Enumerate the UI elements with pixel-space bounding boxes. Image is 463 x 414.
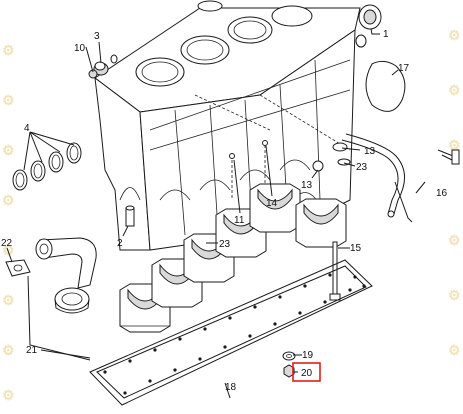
gear-icon: ⚙	[448, 137, 461, 153]
gear-icon: ⚙	[2, 42, 15, 58]
callout-21: 21	[26, 345, 38, 356]
engine-block	[94, 0, 382, 251]
oil-pan-gasket	[89, 259, 373, 406]
callout-3: 3	[94, 31, 100, 42]
gear-icon: ⚙	[2, 192, 15, 208]
callout-13-upper: 13	[364, 146, 376, 157]
callout-11: 11	[234, 215, 245, 226]
dipstick-tube	[341, 133, 460, 223]
callout-19: 19	[302, 350, 314, 361]
callout-23-upper: 23	[356, 162, 368, 173]
gear-icon: ⚙	[2, 342, 15, 358]
callout-18: 18	[225, 382, 237, 393]
small-plugs	[312, 142, 351, 172]
gear-icon: ⚙	[2, 387, 15, 403]
callout-17: 17	[398, 63, 410, 74]
gear-icon: ⚙	[2, 142, 15, 158]
cap-bolt	[329, 241, 341, 301]
callout-14: 14	[266, 198, 278, 209]
highlight-box	[292, 362, 321, 382]
washer-and-nut	[282, 351, 296, 378]
callout-16: 16	[436, 188, 448, 199]
callout-2: 2	[117, 238, 123, 249]
gear-icon: ⚙	[2, 292, 15, 308]
gear-icon: ⚙	[2, 92, 15, 108]
callout-23-lower: 23	[219, 239, 231, 250]
dowel-pin	[125, 207, 135, 227]
callout-15: 15	[350, 243, 362, 254]
gasket-loop	[365, 60, 406, 112]
callout-4: 4	[24, 123, 30, 134]
leader-lines	[6, 28, 426, 399]
watermark-pattern: ⚙ ⚙ ⚙ ⚙ ⚙ ⚙ ⚙ ⚙ ⚙ ⚙ ⚙ ⚙ ⚙ ⚙	[2, 27, 461, 403]
callout-labels: 1 2 3 4 10 11 13 13 14 15 16 17 18 19 20…	[1, 29, 448, 393]
callout-20: 20	[301, 368, 313, 379]
gear-icon: ⚙	[448, 232, 461, 248]
gear-icon: ⚙	[448, 287, 461, 303]
bearing-caps	[119, 183, 347, 333]
o-ring-set	[12, 142, 82, 191]
oil-pickup-tube	[5, 237, 97, 314]
callout-13-lower: 13	[301, 180, 313, 191]
gear-icon: ⚙	[448, 342, 461, 358]
gear-icon: ⚙	[448, 82, 461, 98]
callout-1: 1	[383, 29, 389, 40]
callout-22: 22	[1, 238, 13, 249]
gear-icon: ⚙	[2, 242, 15, 258]
callout-10: 10	[74, 43, 86, 54]
gear-icon: ⚙	[448, 27, 461, 43]
plug-assembly	[88, 54, 118, 79]
